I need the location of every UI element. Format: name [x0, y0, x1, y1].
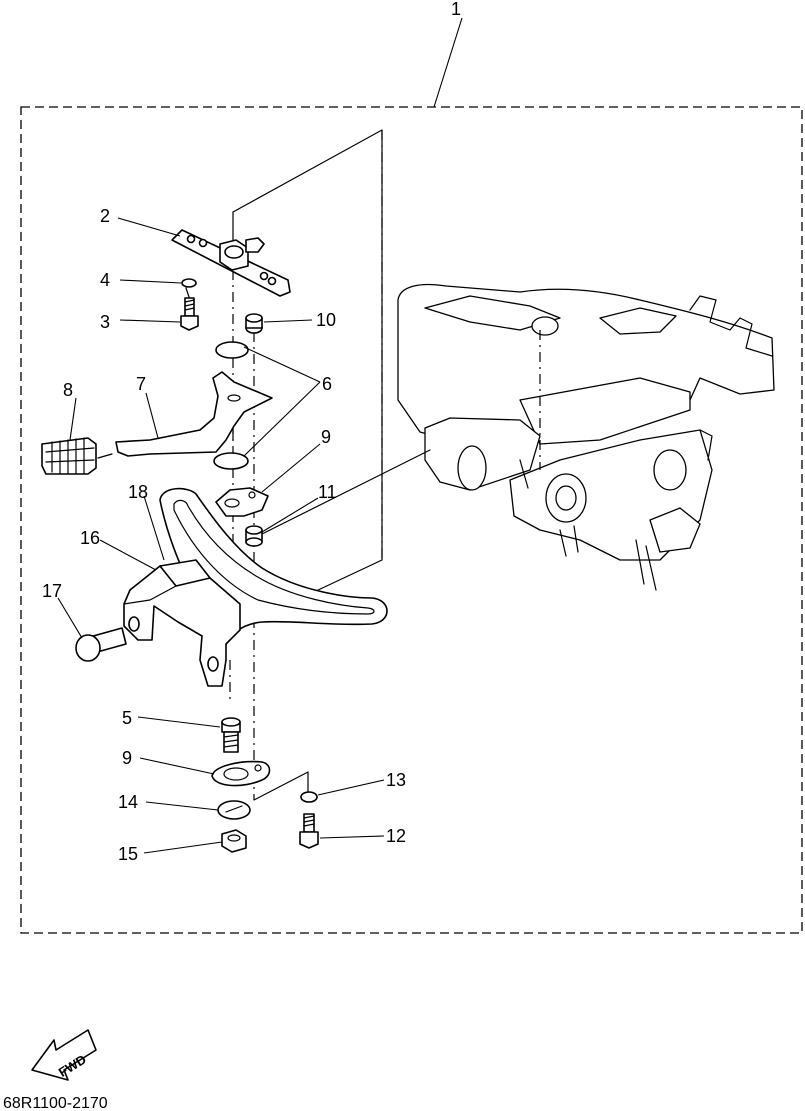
part-9-cam-plate-upper — [215, 487, 269, 517]
callout-9-lower: 9 — [122, 748, 132, 768]
part-17-pin — [75, 627, 127, 662]
callout-8: 8 — [63, 380, 73, 400]
callout-11: 11 — [318, 482, 337, 502]
part-13-washer — [300, 791, 318, 803]
part-6-washer-upper — [215, 341, 249, 359]
callout-1: 1 — [451, 0, 461, 19]
callout-7: 7 — [136, 374, 146, 394]
callout-18: 18 — [128, 482, 148, 502]
callout-13: 13 — [386, 770, 406, 790]
callout-10: 10 — [316, 310, 336, 330]
leader-lines — [57, 17, 463, 854]
part-2-plate — [171, 229, 291, 297]
drawing-code: 68R1100-2170 — [3, 1095, 108, 1111]
callout-5: 5 — [122, 708, 132, 728]
callout-16: 16 — [80, 528, 100, 548]
part-9-plate-lower — [211, 760, 271, 787]
part-10-collar — [245, 313, 263, 334]
part-5-bolt — [221, 717, 241, 753]
part-3-bolt — [180, 297, 199, 331]
part-15-nut — [221, 829, 247, 853]
callout-15: 15 — [118, 844, 138, 864]
part-12-bolt — [299, 813, 319, 849]
part-8-grip — [41, 437, 113, 475]
part-11-collar — [245, 525, 263, 547]
part-7-lever — [115, 371, 273, 457]
callout-2: 2 — [100, 206, 110, 226]
engine-bracket-illustration — [397, 283, 775, 591]
part-4-washer — [181, 278, 197, 288]
part-14-washer — [217, 800, 251, 820]
callout-numbers: 1 2 4 3 10 6 8 7 9 11 18 16 17 5 9 13 14… — [42, 0, 461, 864]
fwd-arrow-icon: FWD — [31, 1029, 97, 1081]
callout-12: 12 — [386, 826, 406, 846]
callout-9-upper: 9 — [321, 427, 331, 447]
assembly-frame — [20, 106, 803, 934]
callout-4: 4 — [100, 270, 110, 290]
callout-3: 3 — [100, 312, 110, 332]
part-6-washer-lower — [213, 452, 249, 470]
callout-17: 17 — [42, 581, 62, 601]
callout-6: 6 — [322, 374, 332, 394]
part-16-bracket — [123, 559, 241, 687]
callout-14: 14 — [118, 792, 138, 812]
